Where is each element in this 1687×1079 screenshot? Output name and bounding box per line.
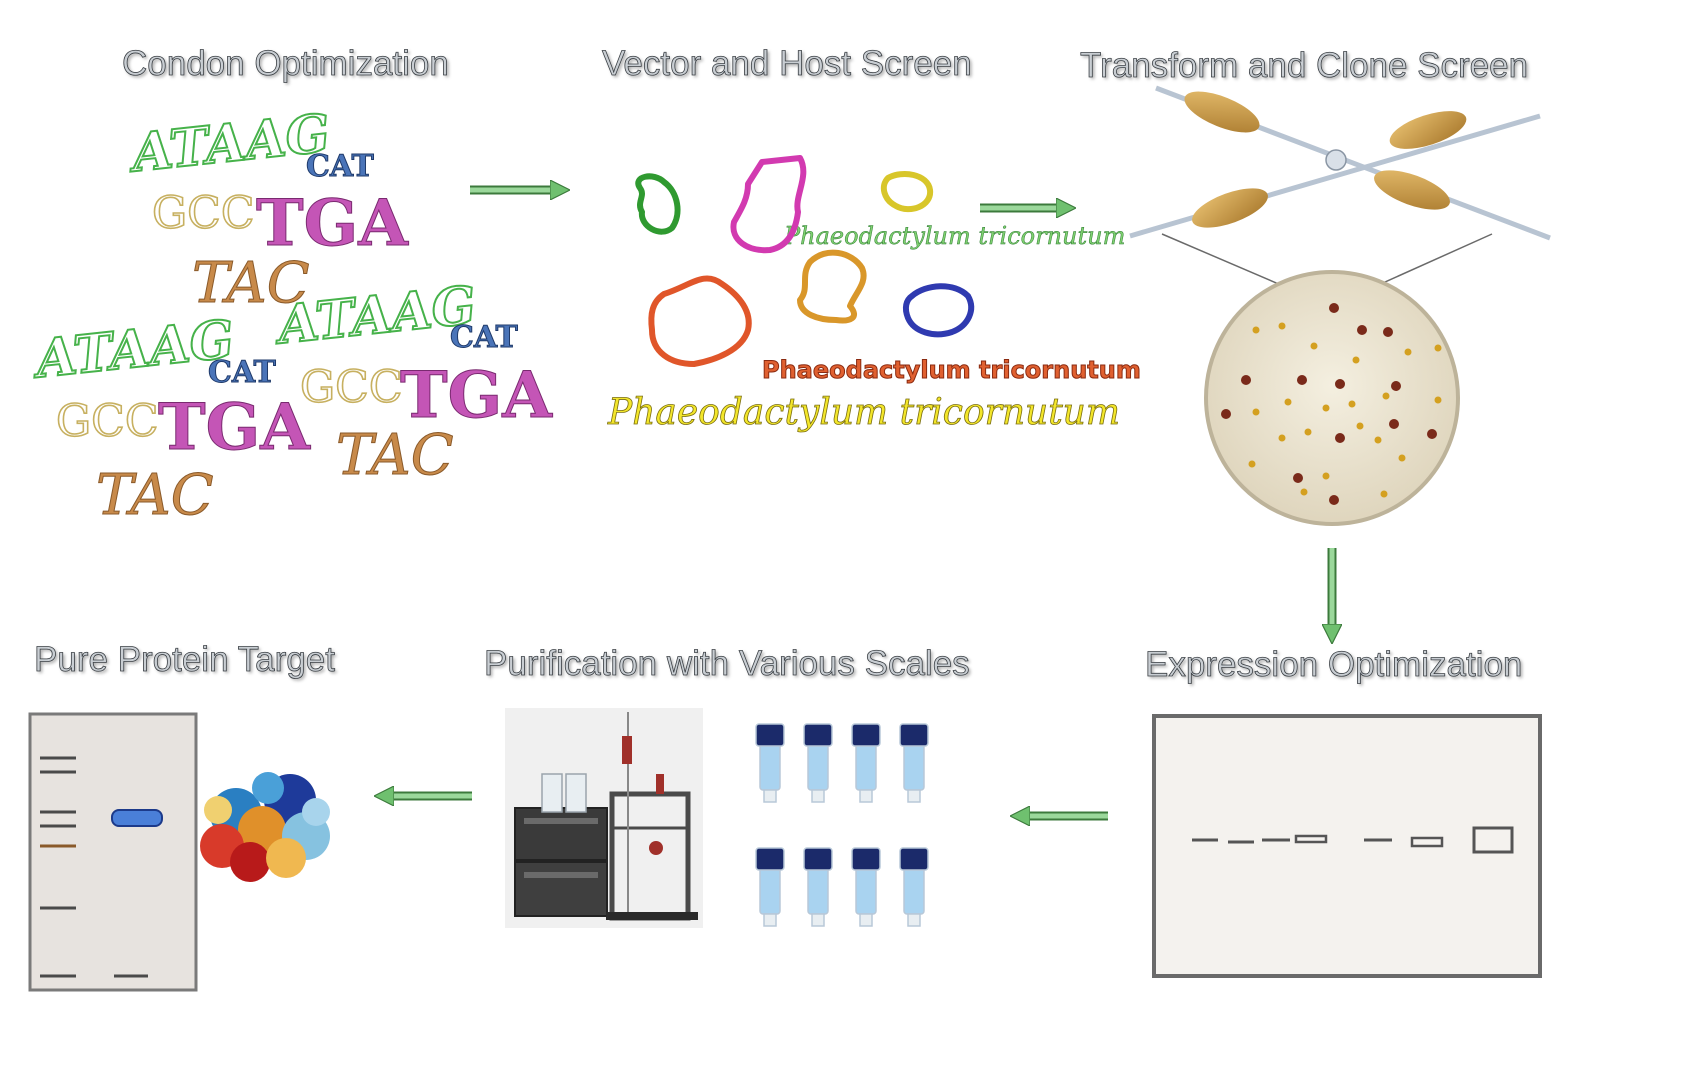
base-tga-3: TGA [158,390,311,465]
expression-gel-bands [1192,826,1514,854]
base-tac-1: TAC [192,251,311,316]
colonies-brown [1221,303,1437,505]
title-codon-optimization: Condon Optimization [122,44,450,84]
species-label-yellow: Phaeodactylum tricornutum [608,392,1121,434]
title-vector-host-screen: Vector and Host Screen [602,44,972,84]
vector-shape-yellow [880,171,934,213]
base-tga-1: TGA [256,186,409,261]
base-gcc-3: GCC [55,396,159,447]
target-protein-band [111,809,163,827]
purification-columns [755,723,929,927]
colonies-yellow [1248,322,1442,498]
species-label-red: Phaeodactylum tricornutum [762,356,1142,385]
base-tac-3: TAC [96,463,215,528]
vector-shape-orange [797,249,867,324]
expression-gel [1152,714,1542,978]
species-label-green: Phaeodactylum tricornutum [784,222,1126,251]
base-cat-2: CAT [450,320,519,355]
base-cat-1: CAT [306,149,375,184]
title-transform-clone-screen: Transform and Clone Screen [1080,46,1529,86]
title-purification: Purification with Various Scales [484,644,970,684]
vector-shape-red [648,275,752,367]
protein-structure-image [200,772,330,882]
base-gcc-2: GCC [299,362,403,413]
title-expression-optimization: Expression Optimization [1145,645,1523,685]
vector-shape-green [635,173,681,235]
ladder-bands [40,756,148,978]
agar-plate [1204,270,1460,526]
diatom-cells [1129,85,1551,307]
base-tac-2: TAC [336,423,455,488]
vector-shape-magenta [730,155,807,254]
vector-shapes [635,155,975,367]
pure-protein-gel [28,712,198,992]
base-tga-2: TGA [400,358,553,433]
base-cat-3: CAT [208,355,277,390]
title-pure-protein: Pure Protein Target [34,640,336,680]
purification-instrument [505,708,703,928]
vector-shape-blue [902,283,975,338]
base-gcc-1: GCC [151,188,255,239]
